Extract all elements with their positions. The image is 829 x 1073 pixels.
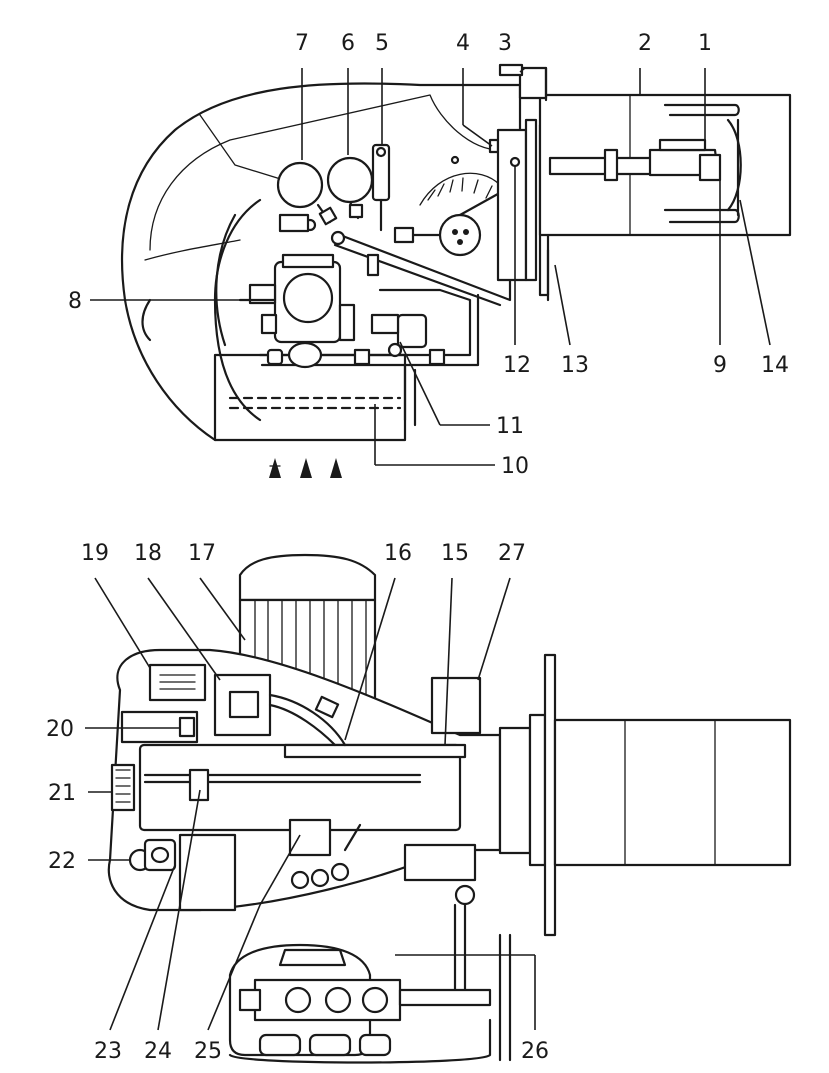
callout-21: 21 — [48, 781, 76, 806]
callout-14: 14 — [761, 353, 789, 378]
callout-19: 19 — [81, 541, 109, 566]
callout-1: 1 — [698, 31, 712, 56]
callout-6: 6 — [341, 31, 355, 56]
callout-27: 27 — [498, 541, 526, 566]
callout-labels: 7 6 5 4 3 2 1 8 12 13 9 14 11 10 19 18 1… — [46, 31, 789, 1064]
callout-10: 10 — [501, 454, 529, 479]
cable-clamp-16 — [314, 695, 340, 719]
air-arrow-icon — [300, 458, 312, 478]
callout-2: 2 — [638, 31, 652, 56]
callout-20: 20 — [46, 717, 74, 742]
bottom-view — [107, 553, 792, 1064]
callout-15: 15 — [441, 541, 469, 566]
air-arrow-icon — [330, 458, 342, 478]
pressure-gauge-6 — [326, 156, 374, 204]
air-damper-dial — [438, 213, 482, 257]
callout-17: 17 — [188, 541, 216, 566]
callout-23: 23 — [94, 1039, 122, 1064]
motor-17 — [238, 553, 377, 602]
callout-3: 3 — [498, 31, 512, 56]
panel-24 — [178, 833, 237, 912]
solenoid-coil — [284, 986, 312, 1014]
air-flap-27 — [430, 676, 482, 735]
solenoid-valve-11 — [396, 313, 428, 349]
adjustment-knob-21 — [110, 763, 136, 812]
solenoid-coil — [324, 986, 352, 1014]
mounting-flange — [496, 128, 528, 282]
callout-5: 5 — [375, 31, 389, 56]
fan-housing-inner — [149, 94, 501, 251]
callout-9: 9 — [713, 353, 727, 378]
top-leaders — [90, 67, 771, 466]
callout-26: 26 — [521, 1039, 549, 1064]
fan-housing — [120, 82, 522, 442]
blast-tube-side — [553, 718, 792, 867]
callout-24: 24 — [144, 1039, 172, 1064]
top-view — [120, 63, 792, 478]
callout-16: 16 — [384, 541, 412, 566]
callout-8: 8 — [68, 289, 82, 314]
callout-4: 4 — [456, 31, 470, 56]
callout-12: 12 — [503, 353, 531, 378]
callout-7: 7 — [295, 31, 309, 56]
callout-22: 22 — [48, 849, 76, 874]
callout-13: 13 — [561, 353, 589, 378]
callout-11: 11 — [496, 414, 524, 439]
solenoid-coil — [361, 986, 389, 1014]
bottom-leaders — [85, 577, 536, 1031]
air-arrow-icon — [269, 458, 281, 478]
callout-25: 25 — [194, 1039, 222, 1064]
callout-18: 18 — [134, 541, 162, 566]
pressure-gauge-7 — [276, 161, 324, 209]
